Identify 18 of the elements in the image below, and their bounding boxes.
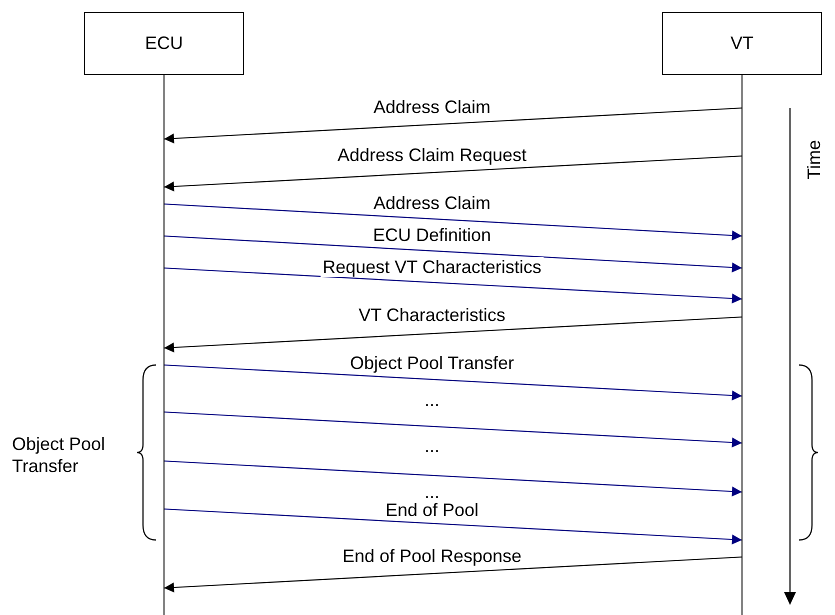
message-arrow bbox=[164, 411, 742, 448]
message-label: Object Pool Transfer bbox=[348, 353, 516, 373]
message-arrow bbox=[164, 155, 742, 192]
message-arrow bbox=[164, 107, 742, 144]
message-label: Request VT Characteristics bbox=[320, 257, 544, 277]
message-arrow bbox=[164, 508, 742, 544]
participant-box: ECU bbox=[84, 12, 244, 75]
message-arrow bbox=[164, 235, 742, 272]
message-label: Address Claim Request bbox=[335, 145, 529, 165]
message-arrow bbox=[164, 364, 742, 400]
message-arrow bbox=[164, 460, 742, 496]
message-arrow bbox=[164, 267, 742, 304]
message-arrow bbox=[164, 316, 742, 352]
participant-box: VT bbox=[662, 12, 822, 75]
message-arrow bbox=[164, 203, 742, 240]
message-arrow bbox=[164, 556, 742, 592]
group-label: Object Pool Transfer bbox=[12, 433, 106, 477]
axis-label: Time bbox=[803, 140, 825, 180]
